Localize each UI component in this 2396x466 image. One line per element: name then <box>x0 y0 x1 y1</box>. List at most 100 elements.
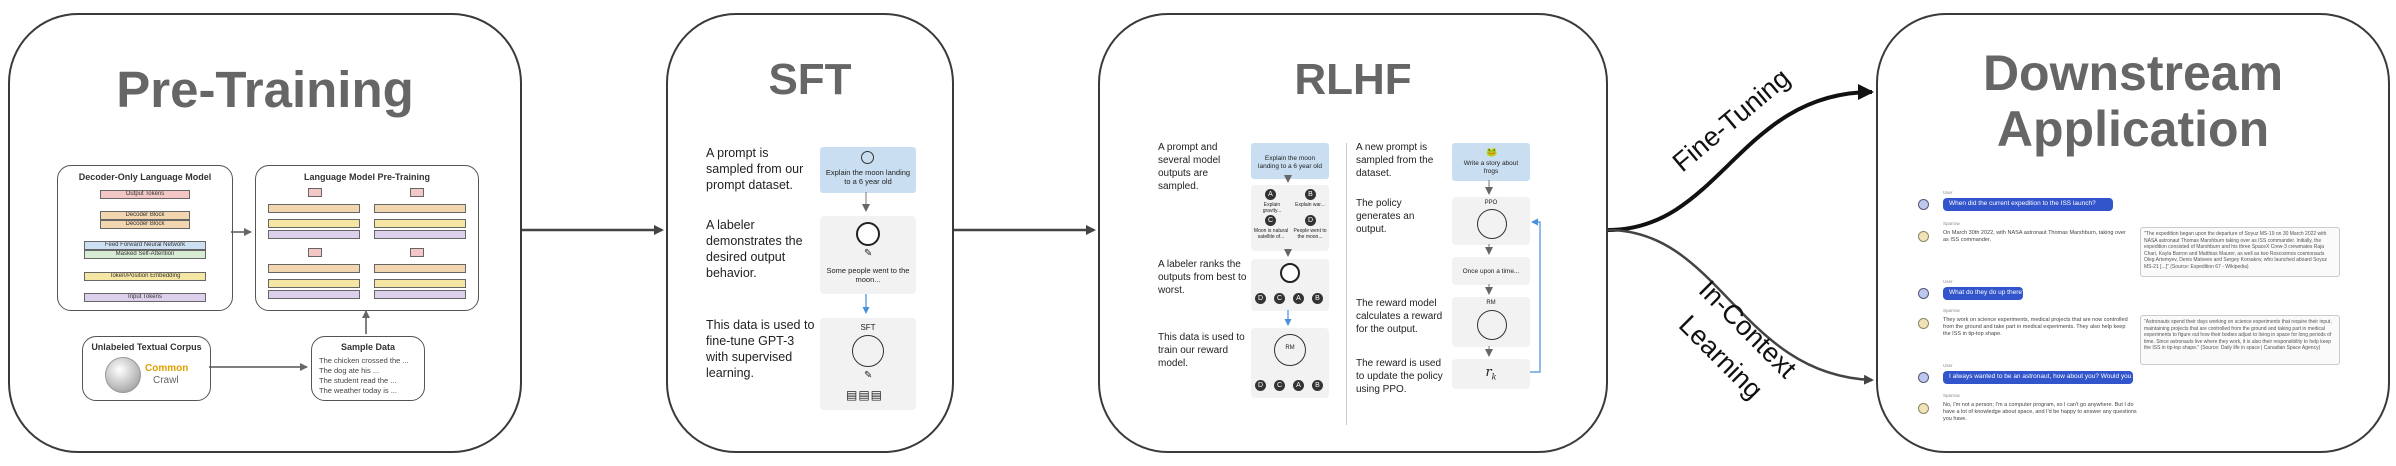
decoder-model-box: Decoder-Only Language Model Output Token… <box>57 165 233 311</box>
layer-masked-attention: Masked Self-Attention <box>84 250 206 259</box>
lm-panel1-embed <box>268 219 360 228</box>
lm-panel4-output <box>410 248 424 257</box>
msg1-role: User <box>1943 190 1953 195</box>
rlhf-rm-card: RM D C A B <box>1251 328 1329 398</box>
common-crawl-logo-text-2: Crawl <box>153 375 179 386</box>
msg2-role: Sparrow <box>1943 221 1960 226</box>
pretraining-stage: Pre-Training Decoder-Only Language Model… <box>8 13 522 453</box>
sft-model-label: SFT <box>860 323 876 332</box>
rm-label: RM <box>1285 345 1295 351</box>
pencil-icon-2: ✎ <box>864 370 873 381</box>
lm-pretraining-title: Language Model Pre-Training <box>303 172 430 182</box>
rlhf-left-step-3: This data is used to train our reward mo… <box>1158 332 1245 369</box>
layer-decoder-block-2: Decoder Block <box>100 220 190 229</box>
msg5-bubble: I always wanted to be an astronaut, how … <box>1943 371 2133 384</box>
rlhf-ppo-card: PPO <box>1452 197 1530 245</box>
lm-panel2-output <box>410 188 424 197</box>
rank-4: B <box>1312 293 1323 304</box>
rlhf-reward-card: rk <box>1452 359 1530 389</box>
rlhf-ranking-card: D C A B <box>1251 259 1329 311</box>
rlhf-divider <box>1346 143 1347 425</box>
lm-panel1-input <box>268 230 360 239</box>
lm-panel3-output <box>308 248 322 257</box>
user-avatar-icon-2 <box>1918 288 1929 299</box>
msg4-role: Sparrow <box>1943 308 1960 313</box>
arrow-fine-tuning <box>1607 84 1874 232</box>
documents-icon: ▤▤▤ <box>846 388 884 402</box>
sft-step-3: This data is used to fine-tune GPT-3 wit… <box>706 318 815 380</box>
ppo-network-icon <box>1477 209 1507 239</box>
sft-prompt-card: Explain the moon landing to a 6 year old <box>820 147 916 193</box>
pencil-icon: ✎ <box>864 248 873 259</box>
lm-panel3-block <box>268 264 360 273</box>
lm-panel3-embed <box>268 279 360 288</box>
sft-step-2: A labeler demonstrates the desired outpu… <box>706 218 803 280</box>
rlhf-left-step-2: A labeler ranks the outputs from best to… <box>1158 259 1247 296</box>
rm-rank-2: C <box>1274 380 1285 391</box>
msg2-evidence: "The expedition began upon the departure… <box>2140 227 2340 277</box>
lm-panel3-input <box>268 290 360 299</box>
labeler-avatar-icon <box>856 222 880 246</box>
layer-output-tokens: Output Tokens <box>100 190 190 199</box>
stage-title-rlhf: RLHF <box>1294 55 1412 104</box>
rank-1: D <box>1255 293 1266 304</box>
rlhf-feedback-loop <box>1530 218 1541 373</box>
layer-decoder-block-1: Decoder Block <box>100 211 190 220</box>
rlhf-reward-model-card: RM <box>1452 297 1530 347</box>
user-avatar-icon-1 <box>1918 199 1929 210</box>
rlhf-left-step-1: A prompt and several model outputs are s… <box>1158 142 1221 192</box>
reward-symbol: rk <box>1452 365 1530 382</box>
sft-step-1: A prompt is sampled from our prompt data… <box>706 146 804 192</box>
sparrow-avatar-icon-3 <box>1918 403 1929 414</box>
msg5-role: User <box>1943 363 1953 368</box>
rlhf-right-step-4: The reward is used to update the policy … <box>1356 358 1443 395</box>
rlhf-right-step-1: A new prompt is sampled from the dataset… <box>1356 142 1434 179</box>
ppo-label: PPO <box>1484 200 1498 206</box>
sft-model-card: SFT ✎ ▤▤▤ <box>820 318 916 410</box>
lm-panel1-output <box>308 188 322 197</box>
output-A-badge: A <box>1265 189 1276 200</box>
stage-title-pretraining: Pre-Training <box>116 61 414 118</box>
rm-rank-3: A <box>1293 380 1304 391</box>
corpus-title: Unlabeled Textual Corpus <box>91 342 202 352</box>
sample-line-4: The weather today is ... <box>319 386 397 395</box>
downstream-stage: Downstream Application User When did the… <box>1876 13 2390 453</box>
output-A-text: Explain gravity... <box>1262 202 1282 214</box>
arrow-in-context <box>1607 228 1874 385</box>
output-C-text: Moon is natural satellite of... <box>1253 228 1289 240</box>
lm-panel2-embed <box>374 219 466 228</box>
rlhf-outputs-card: A Explain gravity... B Explain war... C … <box>1251 185 1329 251</box>
lm-panel4-input <box>374 290 466 299</box>
msg3-bubble: What do they do up there? <box>1943 287 2023 300</box>
reward-subscript: k <box>1491 372 1497 382</box>
lm-panel4-embed <box>374 279 466 288</box>
frog-icon: 🐸 <box>1486 147 1498 157</box>
output-D-text: People went to the moon... <box>1293 228 1327 240</box>
rlhf-new-prompt-card: 🐸 Write a story about frogs <box>1452 143 1530 181</box>
output-C-badge: C <box>1265 215 1276 226</box>
output-B-text: Explain war... <box>1295 202 1325 208</box>
stage-title-sft: SFT <box>768 55 852 104</box>
output-B-badge: B <box>1305 189 1316 200</box>
msg4-text: They work on science experiments, medica… <box>1943 317 2128 337</box>
sample-line-3: The student read the ... <box>319 376 397 385</box>
rlhf-new-prompt-text: Write a story about frogs <box>1463 160 1519 175</box>
layer-feed-forward: Feed Forward Neural Network <box>84 241 206 250</box>
reward-letter: r <box>1485 365 1492 380</box>
rlhf-story-text: Once upon a time... <box>1462 268 1520 275</box>
rlhf-prompt-card: Explain the moon landing to a 6 year old <box>1251 143 1329 179</box>
msg6-text: No, I'm not a person; I'm a computer pro… <box>1943 402 2137 422</box>
sft-labeler-text: Some people went to the moon... <box>826 266 910 284</box>
layer-embedding: Token/Position Embedding <box>84 272 206 281</box>
lm-pretraining-box: Language Model Pre-Training <box>255 165 479 311</box>
sample-line-2: The dog ate his ... <box>319 366 380 375</box>
rm-network-icon <box>1274 334 1306 366</box>
sft-prompt-icon <box>861 151 874 164</box>
msg1-bubble: When did the current expedition to the I… <box>1943 198 2113 211</box>
lm-panel1-block <box>268 204 360 213</box>
msg3-role: User <box>1943 279 1953 284</box>
rlhf-right-step-3: The reward model calculates a reward for… <box>1356 298 1443 335</box>
rank-2: C <box>1274 293 1285 304</box>
rm-rank-4: B <box>1312 380 1323 391</box>
